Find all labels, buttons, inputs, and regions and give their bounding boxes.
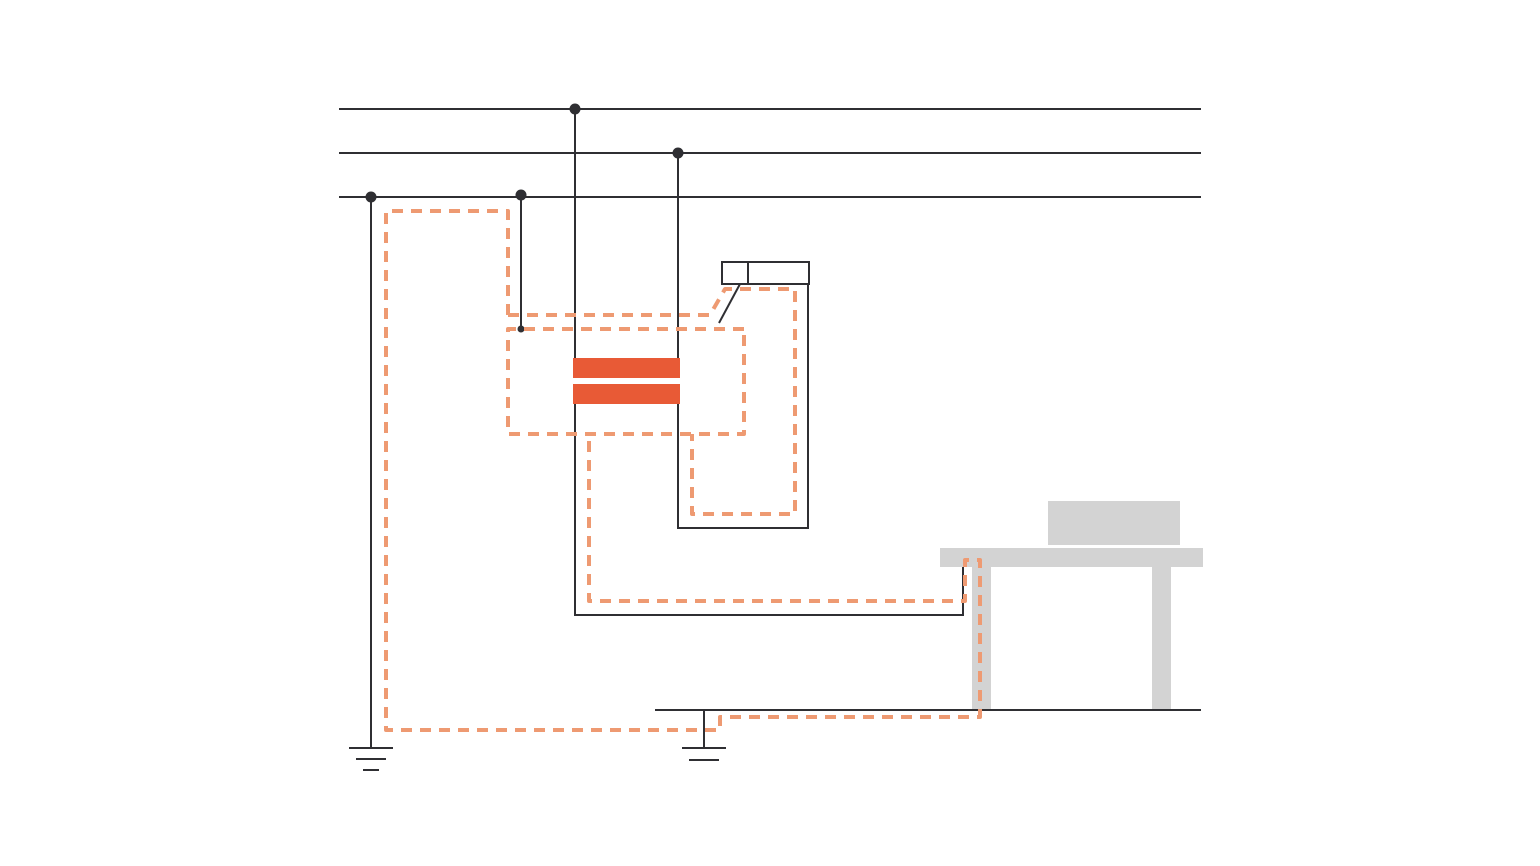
transformer-winding-lower: [573, 384, 680, 404]
table-icon: [940, 501, 1203, 710]
transformer: [573, 358, 680, 404]
junction-dot: [517, 325, 525, 333]
junction-dot: [569, 103, 581, 115]
junction-dot: [515, 189, 527, 201]
ground-symbol-icon: [682, 747, 726, 761]
fault-path-loop-outer: [508, 287, 797, 516]
wiring: [339, 108, 1201, 771]
relay-loop: [677, 284, 809, 529]
fault-path-loop-inner: [506, 327, 746, 436]
table-top: [940, 548, 1203, 567]
fault-current-path: [384, 209, 982, 732]
junction-dot: [365, 191, 377, 203]
relay-icon: [721, 261, 810, 285]
equipment-box-icon: [1048, 501, 1180, 545]
junction-dots: [365, 103, 684, 333]
junction-dot: [672, 147, 684, 159]
feed-wire-b-to-table: [574, 404, 964, 616]
fault-path-earth-return: [384, 209, 982, 732]
ground-symbol-icon: [349, 747, 393, 771]
table-leg-right: [1152, 567, 1171, 710]
relay-arm: [718, 283, 741, 324]
transformer-winding-upper: [573, 358, 680, 378]
